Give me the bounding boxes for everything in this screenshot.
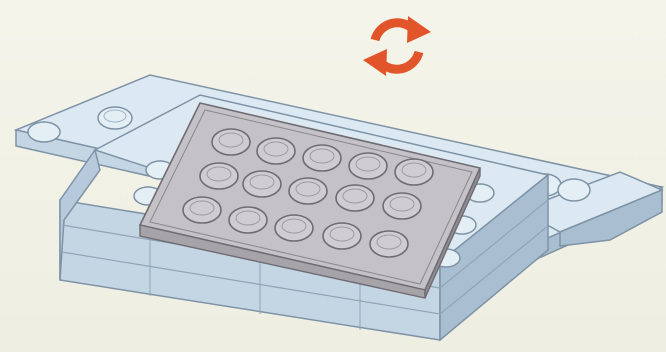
lego-build-illustration	[0, 0, 666, 352]
instruction-step-scene	[0, 0, 666, 352]
